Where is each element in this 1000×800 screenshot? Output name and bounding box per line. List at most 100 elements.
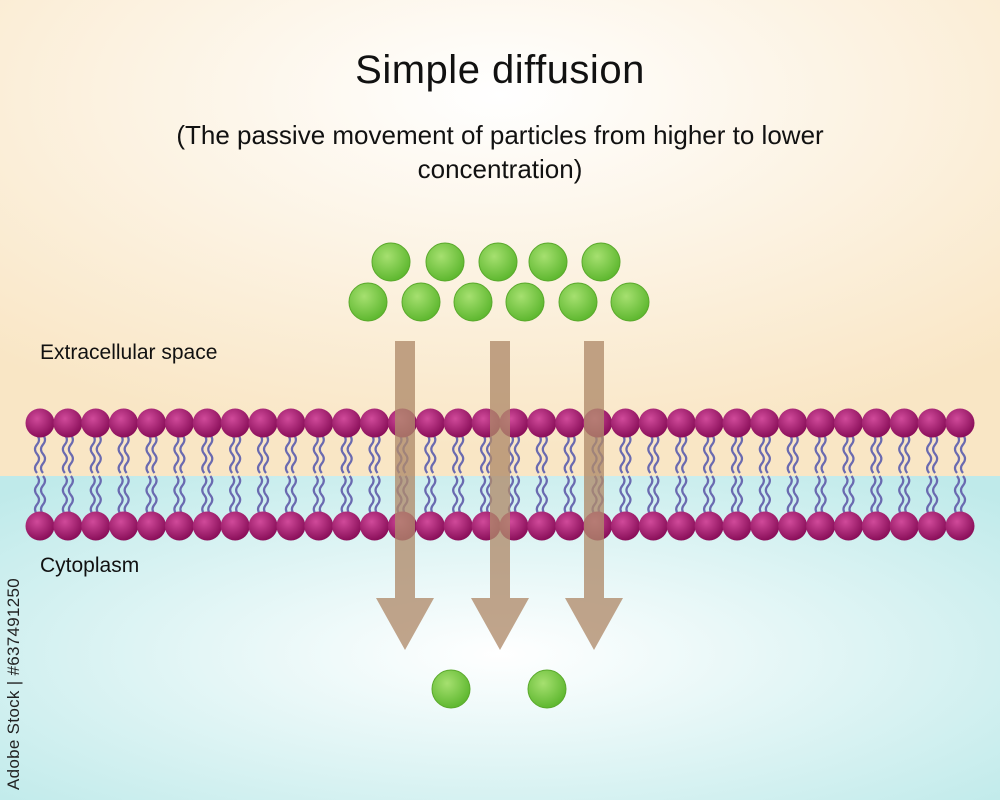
diffusion-arrows bbox=[376, 341, 623, 650]
lipid-tail bbox=[33, 434, 41, 474]
particle bbox=[505, 282, 545, 322]
lipid-tail bbox=[842, 475, 849, 515]
lipid-tail bbox=[708, 475, 716, 515]
phospholipid-head bbox=[164, 511, 194, 541]
lipid-tail bbox=[792, 475, 799, 515]
lipid-tail bbox=[814, 434, 821, 474]
lipid-tail bbox=[61, 475, 68, 515]
lipid-tail bbox=[61, 434, 68, 474]
lipid-tail bbox=[179, 475, 186, 515]
phospholipid-head bbox=[443, 408, 473, 438]
lipid-tail bbox=[953, 475, 961, 515]
cytoplasm-label: Cytoplasm bbox=[40, 554, 140, 577]
lipid-tail bbox=[702, 475, 710, 515]
lipid-tail bbox=[870, 434, 877, 474]
lipid-tail bbox=[173, 475, 180, 515]
diagram-subtitle: (The passive movement of particles from … bbox=[176, 120, 824, 184]
phospholipid-head bbox=[137, 511, 167, 541]
lipid-tail bbox=[368, 434, 375, 474]
phospholipid-head bbox=[833, 408, 863, 438]
lipid-tail bbox=[926, 475, 933, 515]
extracellular-space-label: Extracellular space bbox=[40, 341, 218, 364]
lipid-tail bbox=[730, 434, 738, 474]
lipid-tail bbox=[452, 434, 459, 474]
phospholipid-head bbox=[332, 408, 362, 438]
lipid-tail bbox=[262, 475, 270, 515]
lipid-tail bbox=[67, 434, 74, 474]
lipid-tail bbox=[569, 475, 576, 515]
phospholipid-head bbox=[109, 408, 139, 438]
phospholipid-head bbox=[750, 511, 780, 541]
phospholipid-head bbox=[889, 511, 919, 541]
lipid-tail bbox=[235, 434, 242, 474]
lipid-tail bbox=[235, 475, 242, 515]
phospholipid-head bbox=[861, 511, 891, 541]
lipid-tail bbox=[681, 475, 688, 515]
phospholipid-head bbox=[527, 511, 557, 541]
lipid-tail bbox=[625, 434, 632, 474]
phospholipid-head bbox=[861, 408, 891, 438]
phospholipid-head bbox=[109, 511, 139, 541]
lipid-tail bbox=[458, 434, 465, 474]
phospholipid-head bbox=[917, 511, 947, 541]
lipid-tail bbox=[736, 434, 744, 474]
phospholipid-head bbox=[276, 511, 306, 541]
lipid-tail bbox=[89, 434, 96, 474]
phospholipid-head bbox=[332, 511, 362, 541]
phospholipid-head bbox=[806, 511, 836, 541]
lipid-tail bbox=[424, 434, 431, 474]
lipid-tail bbox=[708, 434, 716, 474]
lipid-tail bbox=[932, 475, 939, 515]
phospholipid-head bbox=[443, 511, 473, 541]
lipid-tail bbox=[702, 434, 710, 474]
lipid-tail bbox=[179, 434, 186, 474]
lipid-tail bbox=[870, 475, 877, 515]
lipid-tail bbox=[675, 475, 682, 515]
particle bbox=[348, 282, 388, 322]
lipid-tail bbox=[67, 475, 74, 515]
lipid-tail bbox=[786, 434, 793, 474]
lipid-tail bbox=[898, 475, 905, 515]
lipid-tail bbox=[926, 434, 933, 474]
lipid-tail bbox=[513, 475, 521, 515]
phospholipid-head bbox=[192, 408, 222, 438]
lipid-tail bbox=[39, 475, 47, 515]
lipid-tail bbox=[201, 434, 208, 474]
lipid-tail bbox=[736, 475, 744, 515]
lipid-tail bbox=[89, 475, 96, 515]
lipid-tail bbox=[340, 434, 347, 474]
lipid-tail bbox=[312, 434, 319, 474]
lipid-tail bbox=[479, 475, 487, 515]
lipid-tail bbox=[145, 434, 152, 474]
phospholipid-head bbox=[164, 408, 194, 438]
phospholipid-head bbox=[750, 408, 780, 438]
phospholipid-head bbox=[53, 408, 83, 438]
particle bbox=[401, 282, 441, 322]
phospholipid-head bbox=[137, 408, 167, 438]
phospholipid-head bbox=[360, 408, 390, 438]
lipid-tail bbox=[173, 434, 180, 474]
particle bbox=[371, 242, 411, 282]
lipid-tail bbox=[424, 475, 431, 515]
lipid-tail bbox=[284, 475, 292, 515]
diffusion-arrow bbox=[565, 341, 623, 650]
lipid-tail bbox=[430, 434, 437, 474]
phospholipid-head bbox=[276, 408, 306, 438]
diffusion-arrow bbox=[471, 341, 529, 650]
phospholipid-head bbox=[806, 408, 836, 438]
lipid-tail bbox=[479, 434, 487, 474]
diagram-title: Simple diffusion bbox=[355, 48, 645, 92]
lipid-tail bbox=[563, 475, 570, 515]
phospholipid-head bbox=[220, 511, 250, 541]
phospholipid-head bbox=[694, 408, 724, 438]
phospholipid-bilayer bbox=[25, 408, 975, 541]
particle bbox=[425, 242, 465, 282]
lipid-tail bbox=[675, 434, 682, 474]
lipid-tail bbox=[848, 475, 855, 515]
lipid-tail bbox=[33, 475, 41, 515]
phospholipid-head bbox=[555, 408, 585, 438]
lipid-tail bbox=[647, 434, 654, 474]
lipid-tail bbox=[932, 434, 939, 474]
lipid-tail bbox=[569, 434, 576, 474]
lipid-tail bbox=[786, 475, 793, 515]
